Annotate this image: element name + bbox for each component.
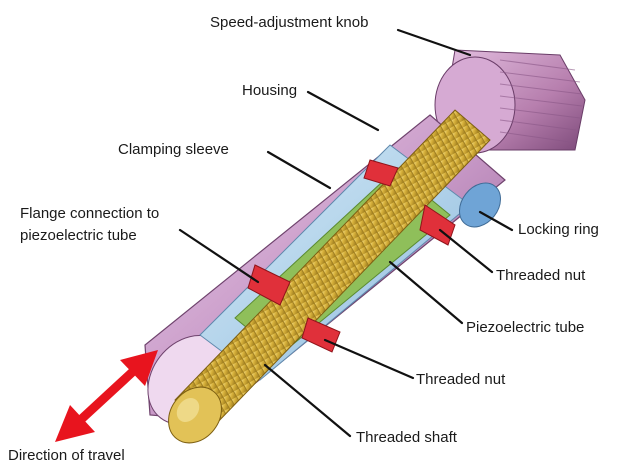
label-threaded-shaft: Threaded shaft <box>356 429 458 446</box>
label-clamping-sleeve: Clamping sleeve <box>118 141 229 158</box>
direction-arrow <box>55 350 158 442</box>
label-locking-ring: Locking ring <box>518 221 599 238</box>
threaded-shaft <box>158 110 490 453</box>
label-direction-of-travel: Direction of travel <box>8 447 125 464</box>
label-speed-adjustment-knob: Speed-adjustment knob <box>210 14 368 31</box>
label-threaded-nut-upper: Threaded nut <box>496 267 586 284</box>
label-flange-line1: Flange connection to <box>20 205 159 222</box>
label-housing: Housing <box>242 82 297 99</box>
label-piezoelectric-tube: Piezoelectric tube <box>466 319 584 336</box>
label-threaded-nut-lower: Threaded nut <box>416 371 506 388</box>
label-flange-line2: piezoelectric tube <box>20 227 137 244</box>
